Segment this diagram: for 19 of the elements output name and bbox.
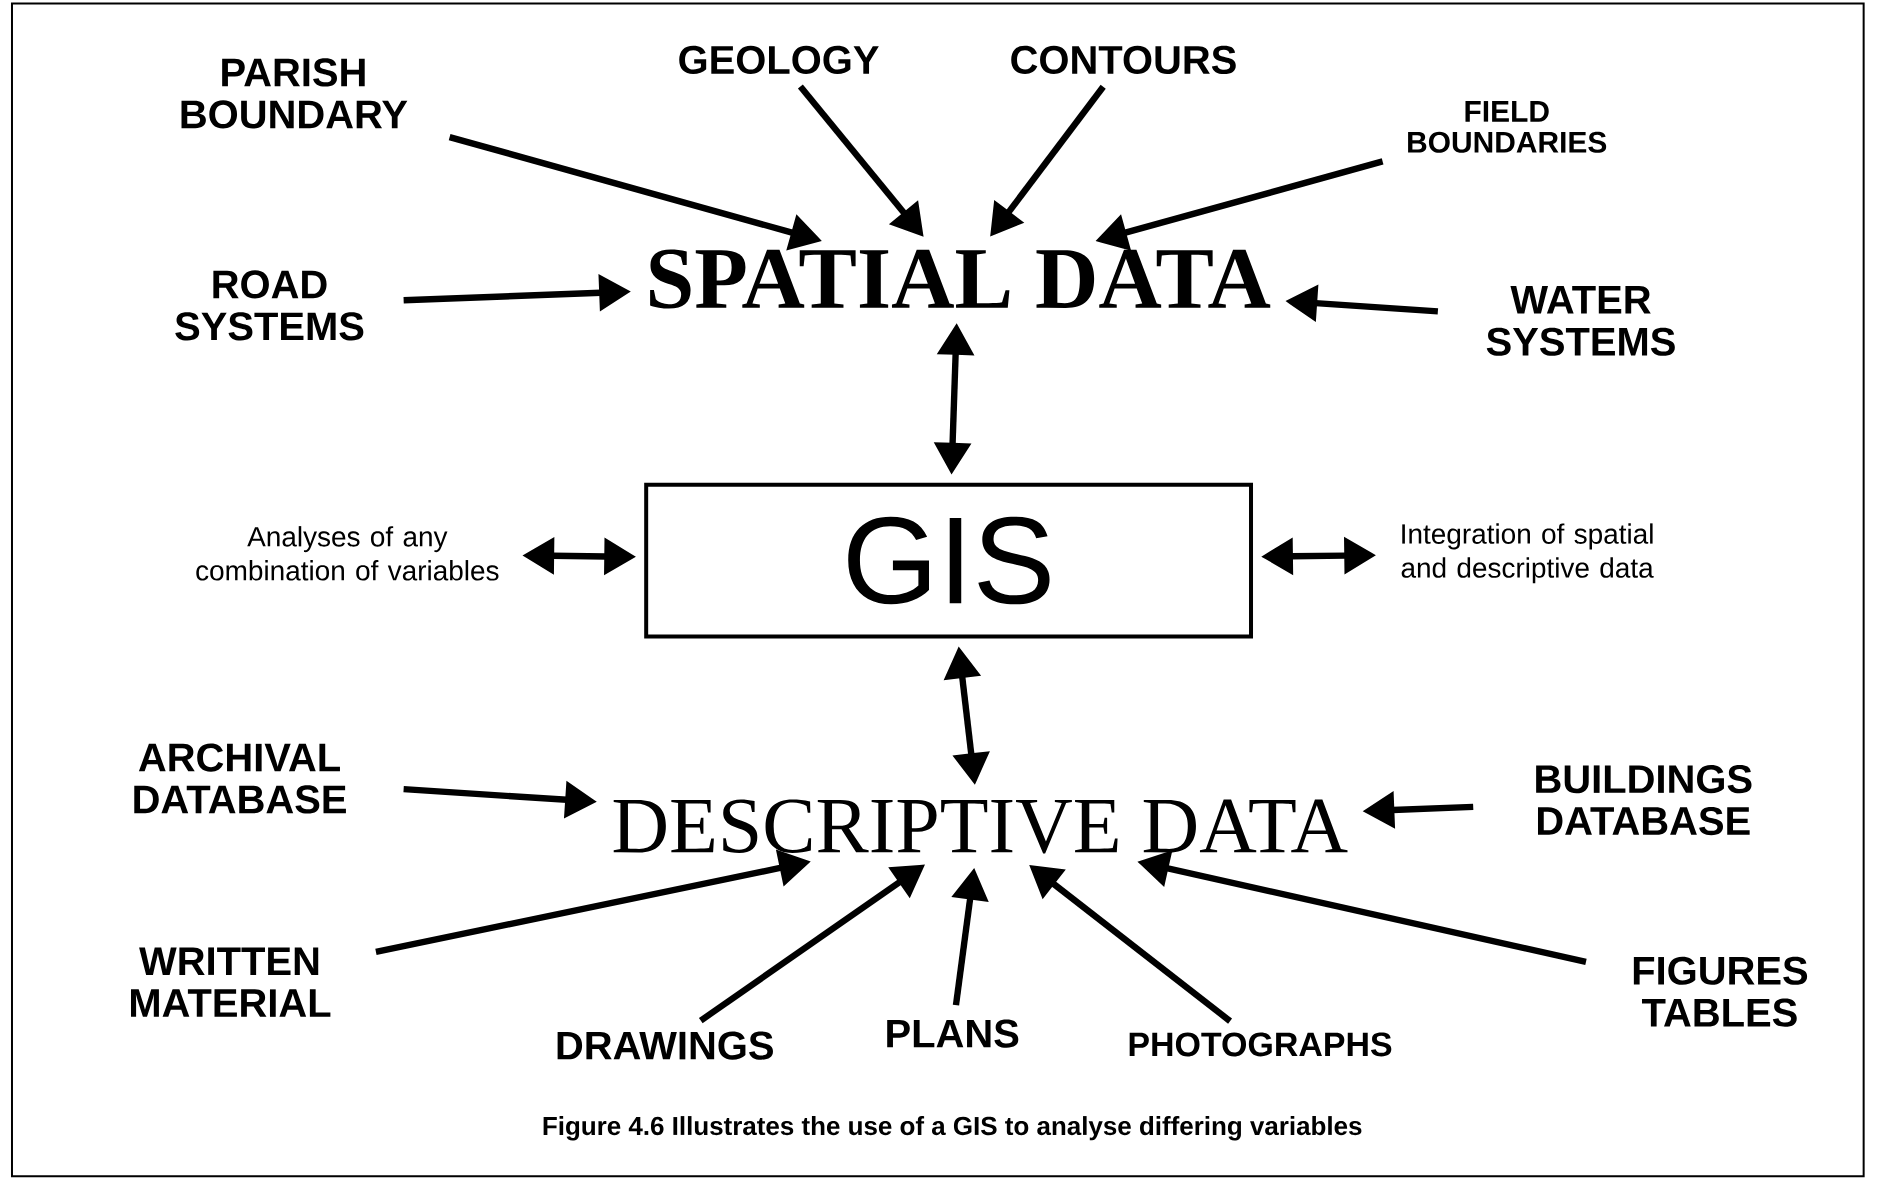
source-label: GEOLOGY <box>679 45 879 75</box>
source-label: DRAWINGS <box>557 1031 773 1060</box>
heading-text: DESCRIPTIVE DATA <box>613 799 1348 854</box>
source-label: ROAD SYSTEMS <box>175 270 364 341</box>
source-label: PHOTOGRAPHS <box>1129 1032 1392 1057</box>
caption: Figure 4.6 Illustrates the use of a GIS to analyse differing variables <box>543 1116 1362 1141</box>
source-label: ARCHIVAL DATABASE <box>134 743 346 814</box>
note-text: Integration of spatial and descriptive data <box>1401 523 1654 584</box>
source-label: FIGURES TABLES <box>1633 956 1808 1027</box>
gis-box: GIS <box>644 482 1253 639</box>
source-label: CONTOURS <box>1011 45 1236 75</box>
source-label: BUILDINGS DATABASE <box>1536 765 1752 836</box>
source-label: PARISH BOUNDARY <box>181 58 408 129</box>
source-label: PLANS <box>887 1019 1019 1048</box>
source-label: WRITTEN MATERIAL <box>131 947 331 1017</box>
source-label: FIELD BOUNDARIES <box>1408 101 1607 153</box>
note-text: Analyses of any combination of variables <box>196 526 499 581</box>
heading-text: SPATIAL DATA <box>650 249 1271 309</box>
source-label: WATER SYSTEMS <box>1486 286 1675 356</box>
